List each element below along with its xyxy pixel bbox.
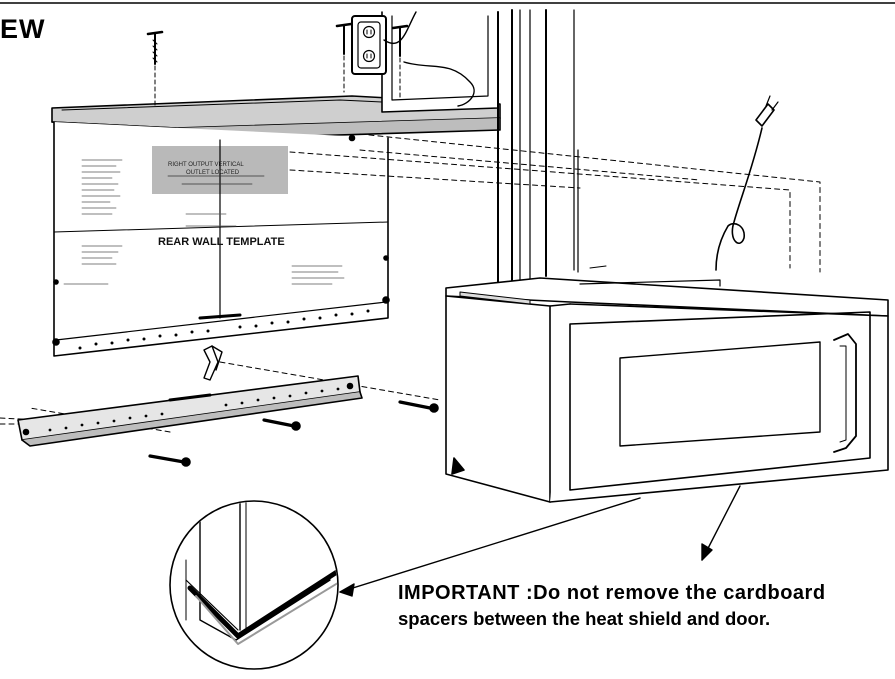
label-box-line-2: OUTLET LOCATED	[186, 170, 240, 176]
template-label: REAR WALL TEMPLATE	[158, 236, 285, 248]
wall-screws-icon	[148, 400, 439, 467]
power-cord-icon	[715, 95, 779, 271]
section-heading: EW	[0, 14, 46, 44]
detail-callout-circle	[169, 500, 339, 670]
note-line-2: spacers between the heat shield and door…	[398, 608, 771, 629]
mounting-plate	[17, 375, 363, 447]
top-screws-icon	[146, 22, 409, 109]
toggle-bolt-icon	[203, 345, 223, 381]
callout-arrows	[339, 485, 741, 597]
microwave-oven	[445, 265, 889, 503]
note-line-1: IMPORTANT :Do not remove the cardboard	[398, 582, 826, 604]
important-note: IMPORTANT :Do not remove the cardboard s…	[398, 582, 893, 630]
upper-cabinet	[381, 9, 579, 291]
wall-outlet-icon	[351, 11, 475, 107]
template-dot-row	[78, 309, 370, 350]
plate-dot-row	[48, 387, 340, 432]
rear-wall-template	[52, 121, 390, 357]
label-box-line-1: RIGHT OUTPUT VERTICAL	[168, 162, 244, 168]
template-text-lines	[167, 175, 265, 185]
